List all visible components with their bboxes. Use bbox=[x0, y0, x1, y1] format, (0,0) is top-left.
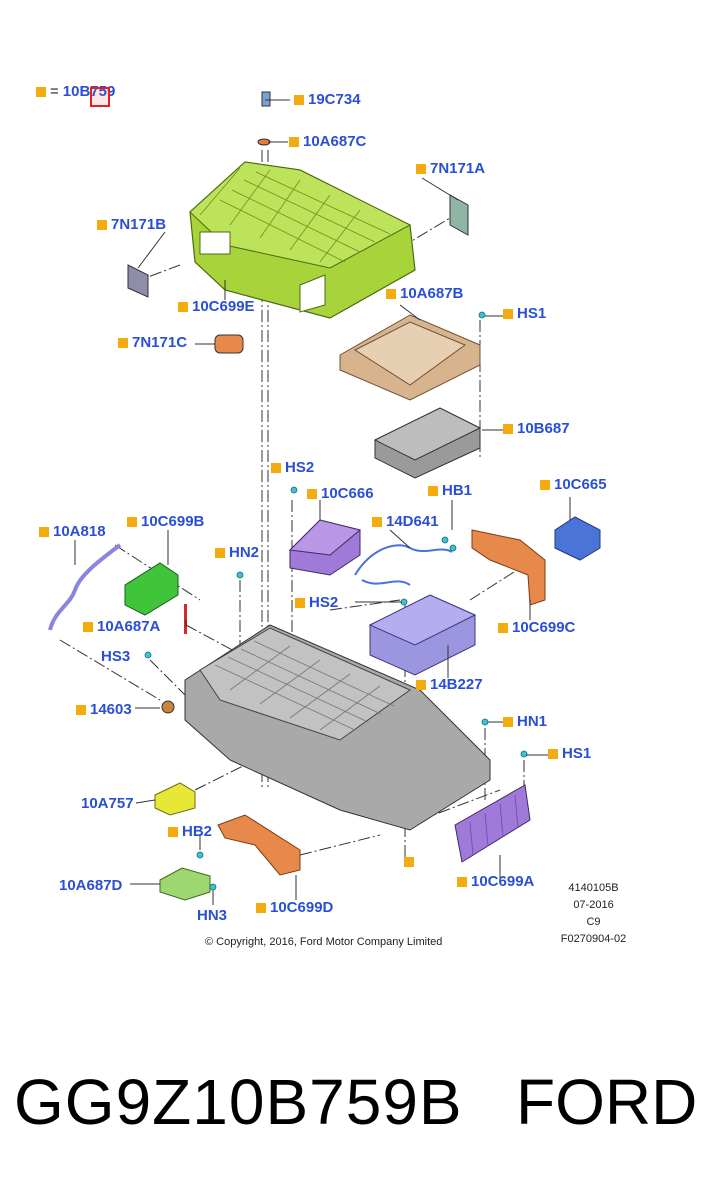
highlight-box bbox=[90, 87, 110, 107]
callout-leaders bbox=[74, 99, 571, 905]
callout-7N171A: 7N171A bbox=[416, 160, 485, 177]
callout-10C699C: 10C699C bbox=[498, 619, 575, 636]
callout-HS2-mid: HS2 bbox=[295, 594, 338, 611]
callout-HS2-top: HS2 bbox=[271, 459, 314, 476]
fasteners bbox=[144, 311, 528, 891]
drawing-meta: 4140105B 07-2016 C9 F0270904-02 bbox=[556, 880, 631, 948]
callout-10A687D: 10A687D bbox=[59, 877, 123, 894]
part-10A687D bbox=[159, 867, 211, 901]
marker-square bbox=[404, 857, 414, 867]
callout-10C699B: 10C699B bbox=[127, 513, 204, 530]
callout-10C699A: 10C699A bbox=[457, 873, 534, 890]
module-14B227 bbox=[368, 594, 477, 676]
plate-7N171B bbox=[127, 264, 149, 298]
meta-line: C9 bbox=[586, 916, 601, 928]
callout-HB1: HB1 bbox=[428, 482, 472, 499]
callout-10A687C: 10A687C bbox=[289, 133, 366, 150]
seal-10A687A bbox=[184, 604, 187, 634]
harness-14D641 bbox=[354, 544, 453, 586]
callout-7N171C: 7N171C bbox=[118, 334, 187, 351]
plate-10A687B bbox=[339, 314, 481, 401]
panel-10C699A bbox=[454, 784, 531, 863]
connector-10C665 bbox=[554, 516, 601, 561]
callout-19C734: 19C734 bbox=[294, 91, 361, 108]
plate-7N171A bbox=[449, 194, 469, 236]
callout-10A687B: 10A687B bbox=[386, 285, 463, 302]
tube-10A818 bbox=[48, 543, 122, 631]
legend-equals: = bbox=[50, 83, 59, 100]
callout-HN2: HN2 bbox=[215, 544, 259, 561]
callout-HS3: HS3 bbox=[101, 648, 131, 665]
brand-name: FORD bbox=[516, 1066, 698, 1138]
meta-line: 4140105B bbox=[568, 882, 619, 894]
bracket-10C699D bbox=[217, 814, 301, 876]
callout-14603: 14603 bbox=[76, 701, 132, 718]
cell-tray-14B227-base bbox=[184, 624, 491, 831]
gasket-10C699B bbox=[124, 562, 179, 616]
callout-10C666: 10C666 bbox=[307, 485, 374, 502]
module-10B687 bbox=[373, 407, 482, 479]
callout-HB2: HB2 bbox=[168, 823, 212, 840]
callout-10C699E: 10C699E bbox=[178, 298, 255, 315]
callout-14B227: 14B227 bbox=[416, 676, 483, 693]
bracket-10C699C bbox=[471, 529, 546, 606]
copyright-text: © Copyright, 2016, Ford Motor Company Li… bbox=[205, 936, 443, 948]
callout-10A818: 10A818 bbox=[39, 523, 106, 540]
callout-HN1: HN1 bbox=[503, 713, 547, 730]
callout-10A757: 10A757 bbox=[81, 795, 134, 812]
tray-10C699E bbox=[189, 161, 416, 319]
callout-10A687A: 10A687A bbox=[83, 618, 160, 635]
meta-line: F0270904-02 bbox=[560, 933, 627, 945]
bolt-19C734 bbox=[261, 91, 271, 107]
callout-7N171B: 7N171B bbox=[97, 216, 166, 233]
module-10C666 bbox=[288, 519, 362, 576]
callout-HN3: HN3 bbox=[197, 907, 228, 924]
legend-marker bbox=[36, 86, 46, 97]
callout-10C665: 10C665 bbox=[540, 476, 607, 493]
callout-10C699D: 10C699D bbox=[256, 899, 333, 916]
part-14603 bbox=[161, 700, 175, 714]
callout-HS1-top: HS1 bbox=[503, 305, 546, 322]
callout-10B687: 10B687 bbox=[503, 420, 570, 437]
part-number: GG9Z10B759B bbox=[14, 1066, 463, 1138]
pad-7N171C bbox=[214, 334, 244, 354]
callout-14D641: 14D641 bbox=[372, 513, 439, 530]
part-10A757 bbox=[154, 782, 196, 816]
meta-line: 07-2016 bbox=[573, 899, 614, 911]
callout-HS1-bottom: HS1 bbox=[548, 745, 591, 762]
